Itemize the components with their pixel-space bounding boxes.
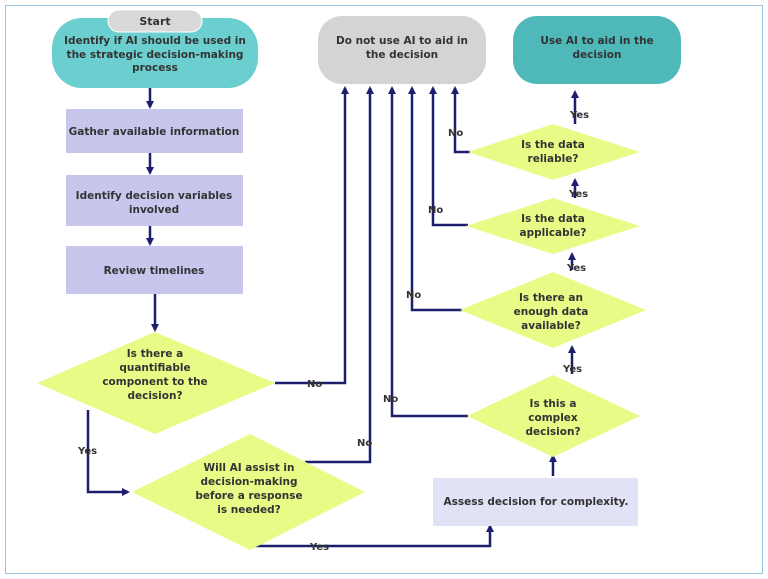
variables-label-2: involved xyxy=(129,204,179,216)
assist-label-2: decision-making xyxy=(201,476,298,488)
quant-label-3: component to the xyxy=(102,376,207,388)
variables-label-1: Identify decision variables xyxy=(76,190,233,202)
start-label: Start xyxy=(139,15,170,28)
enough-data-diamond xyxy=(460,272,646,348)
quantifiable-diamond xyxy=(37,332,275,434)
edge-label-enough-yes: Yes xyxy=(566,263,586,274)
assist-diamond xyxy=(132,434,365,550)
no-ai-label-1: Do not use AI to aid in xyxy=(336,35,468,47)
assess-box xyxy=(433,478,638,526)
edge-assist-no-to-no-ai xyxy=(305,86,374,464)
variables-box xyxy=(66,175,243,226)
reliable-diamond xyxy=(468,124,640,180)
review-box xyxy=(66,246,243,294)
gather-box xyxy=(66,109,243,153)
edge-label-assist-no: No xyxy=(357,438,372,449)
start-pill xyxy=(107,9,203,33)
edge-label-quant-yes: Yes xyxy=(77,446,97,457)
identify-label-3: process xyxy=(132,62,178,74)
edge-complex-no-to-no-ai xyxy=(388,86,468,418)
edge-quant-no-to-no-ai xyxy=(275,86,349,385)
edge-label-applicable-no: No xyxy=(428,205,443,216)
edge-applicable-no-to-no-ai xyxy=(429,86,468,227)
connectors xyxy=(86,86,579,548)
enough-label-1: Is there an xyxy=(519,292,583,304)
reliable-label-1: Is the data xyxy=(521,139,585,151)
reliable-label-2: reliable? xyxy=(528,153,579,165)
edge-label-complex-no: No xyxy=(383,394,398,405)
quant-label-2: quantifiable xyxy=(119,362,190,374)
edge-label-quant-no: No xyxy=(307,379,322,390)
complex-label-2: complex xyxy=(528,412,578,424)
edge-reliable-no-to-no-ai xyxy=(451,86,470,154)
quant-label-1: Is there a xyxy=(127,348,183,360)
edge-label-complex-yes: Yes xyxy=(562,364,582,375)
use-ai-label-2: decision xyxy=(573,49,622,61)
edge-label-reliable-yes: Yes xyxy=(569,110,589,121)
no-ai-terminal xyxy=(318,16,486,84)
complex-label-3: decision? xyxy=(525,426,580,438)
applicable-label-2: applicable? xyxy=(520,227,587,239)
edge-assist-yes-to-assess xyxy=(255,524,494,548)
applicable-diamond xyxy=(466,198,640,254)
edge-quant-yes-to-assist xyxy=(86,410,130,496)
assess-label: Assess decision for complexity. xyxy=(443,496,628,508)
identify-label-1: Identify if AI should be used in xyxy=(64,35,246,47)
identify-label-2: the strategic decision-making xyxy=(67,49,244,61)
gather-label: Gather available information xyxy=(69,126,240,138)
quant-label-4: decision? xyxy=(127,390,182,402)
complex-diamond xyxy=(467,375,640,457)
applicable-label-1: Is the data xyxy=(521,213,585,225)
assist-label-3: before a response xyxy=(195,490,302,502)
assist-label-1: Will AI assist in xyxy=(204,462,295,474)
enough-label-2: enough data xyxy=(514,306,589,318)
enough-label-3: available? xyxy=(521,320,581,332)
identify-terminal xyxy=(52,18,258,88)
edge-enough-no-to-no-ai xyxy=(408,86,462,312)
edge-label-assist-yes: Yes xyxy=(309,542,329,553)
complex-label-1: Is this a xyxy=(530,398,577,410)
edge-label-reliable-no: No xyxy=(448,128,463,139)
no-ai-label-2: the decision xyxy=(366,49,438,61)
use-ai-label-1: Use AI to aid in the xyxy=(540,35,653,47)
assist-label-4: is needed? xyxy=(217,504,280,516)
edge-label-enough-no: No xyxy=(406,290,421,301)
review-label: Review timelines xyxy=(104,265,205,277)
use-ai-terminal xyxy=(513,16,681,84)
edge-label-applicable-yes: Yes xyxy=(568,189,588,200)
